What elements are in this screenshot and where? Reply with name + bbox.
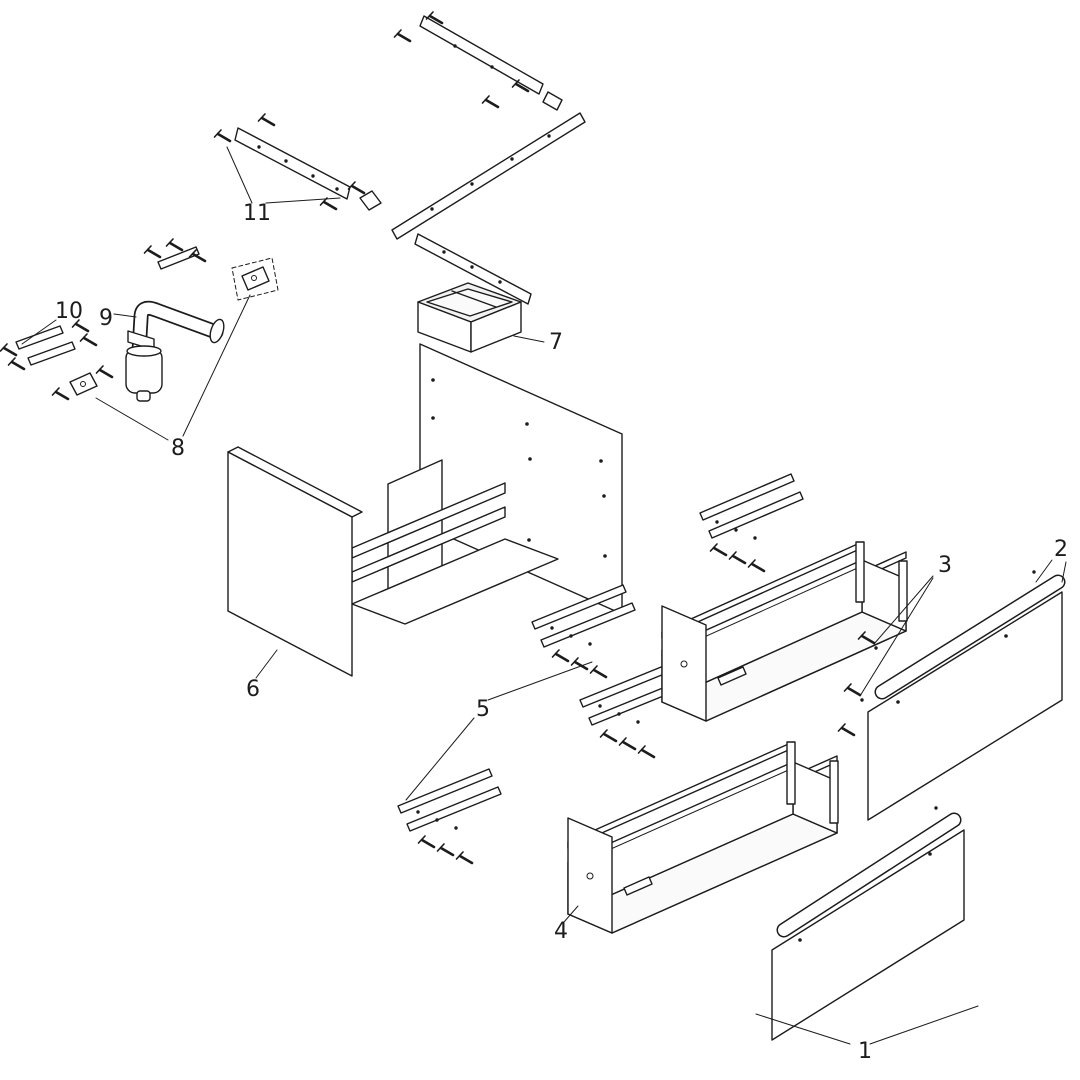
part-11-wall-bracket (213, 112, 366, 211)
top-front-rail (391, 112, 586, 240)
mounting-screw-set (143, 237, 207, 270)
corner-bracket (359, 190, 382, 211)
part-8-clip-lower (51, 364, 114, 401)
part-5-runner-set-c (397, 768, 502, 865)
part-7-storage-bin (417, 282, 522, 353)
part-3-screws (837, 630, 878, 737)
part-label-7: 7 (549, 330, 563, 355)
part-label-1: 1 (858, 1039, 872, 1064)
part-6-cabinet-body (227, 343, 623, 677)
part-5-runner-set-a (531, 584, 636, 679)
part-10-fixing-bars (0, 318, 98, 371)
part-1-front-panel-upper (867, 591, 1063, 821)
part-2-trim-strip-lower (776, 806, 962, 938)
part-label-2: 2 (1054, 537, 1068, 562)
part-label-10: 10 (55, 299, 83, 324)
part-8-clip-upper (231, 257, 279, 301)
part-label-11: 11 (243, 201, 271, 226)
leader-lines (21, 146, 1067, 1045)
part-label-4: 4 (554, 919, 568, 944)
part-label-6: 6 (246, 677, 260, 702)
top-rail-back (393, 10, 563, 111)
part-1-front-panel-lower (771, 829, 965, 1041)
part-label-5: 5 (476, 697, 490, 722)
part-9-siphon (125, 300, 225, 402)
part-label-8: 8 (171, 436, 185, 461)
drawer-box-upper (661, 541, 908, 722)
part-2-trim-strip-upper (874, 570, 1066, 700)
part-labels: 1 2 3 4 5 6 7 8 9 10 11 (55, 201, 1068, 1064)
part-4-drawer-box-lower (567, 741, 839, 934)
part-label-9: 9 (99, 306, 113, 331)
top-rail-mid (414, 233, 532, 305)
part-label-3: 3 (938, 553, 952, 578)
drawer-rail-set-top (699, 473, 804, 573)
